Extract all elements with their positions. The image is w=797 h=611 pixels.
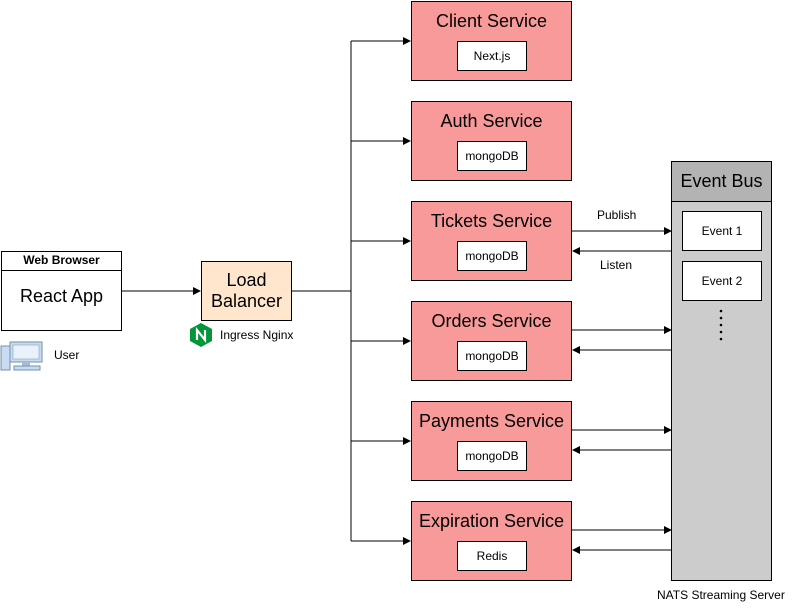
publish-label: Publish <box>597 208 637 222</box>
nats-server-label: NATS Streaming Server <box>657 588 785 602</box>
lb-line2: Balancer <box>210 291 283 311</box>
lb-line1: Load <box>226 270 267 290</box>
service-title: Auth Service <box>440 111 543 131</box>
service-tech-box: Redis <box>457 541 527 571</box>
user-computer-icon <box>0 340 44 372</box>
client-service-box: Client Service Next.js <box>411 1 572 81</box>
user-label: User <box>54 348 80 362</box>
listen-label: Listen <box>600 258 633 272</box>
service-tech-box: mongoDB <box>457 141 527 171</box>
service-title: Orders Service <box>431 311 552 331</box>
service-tech-box: mongoDB <box>457 341 527 371</box>
service-tech-box: Next.js <box>457 41 527 71</box>
service-tech-box: mongoDB <box>457 441 527 471</box>
web-browser-box: Web Browser React App <box>1 251 122 331</box>
payments-service-box: Payments Service mongoDB <box>411 401 572 481</box>
web-browser-header: Web Browser <box>2 252 121 271</box>
event-bus-box: Event Bus Event 1 Event 2 <box>671 161 772 581</box>
nginx-icon <box>188 322 214 348</box>
auth-service-box: Auth Service mongoDB <box>411 101 572 181</box>
service-title: Expiration Service <box>418 511 565 531</box>
event-bus-title: Event Bus <box>672 162 771 202</box>
event-1-box: Event 1 <box>682 211 762 251</box>
tickets-service-box: Tickets Service mongoDB <box>411 201 572 281</box>
orders-service-box: Orders Service mongoDB <box>411 301 572 381</box>
expiration-service-box: Expiration Service Redis <box>411 501 572 581</box>
service-title: Tickets Service <box>430 211 553 231</box>
react-app-label: React App <box>19 286 104 306</box>
service-tech-box: mongoDB <box>457 241 527 271</box>
ellipsis-dots <box>719 309 723 341</box>
load-balancer-box: Load Balancer <box>201 261 292 321</box>
service-title: Payments Service <box>418 411 565 431</box>
ingress-nginx-label: Ingress Nginx <box>220 328 294 342</box>
event-2-box: Event 2 <box>682 261 762 301</box>
service-title: Client Service <box>435 11 548 31</box>
